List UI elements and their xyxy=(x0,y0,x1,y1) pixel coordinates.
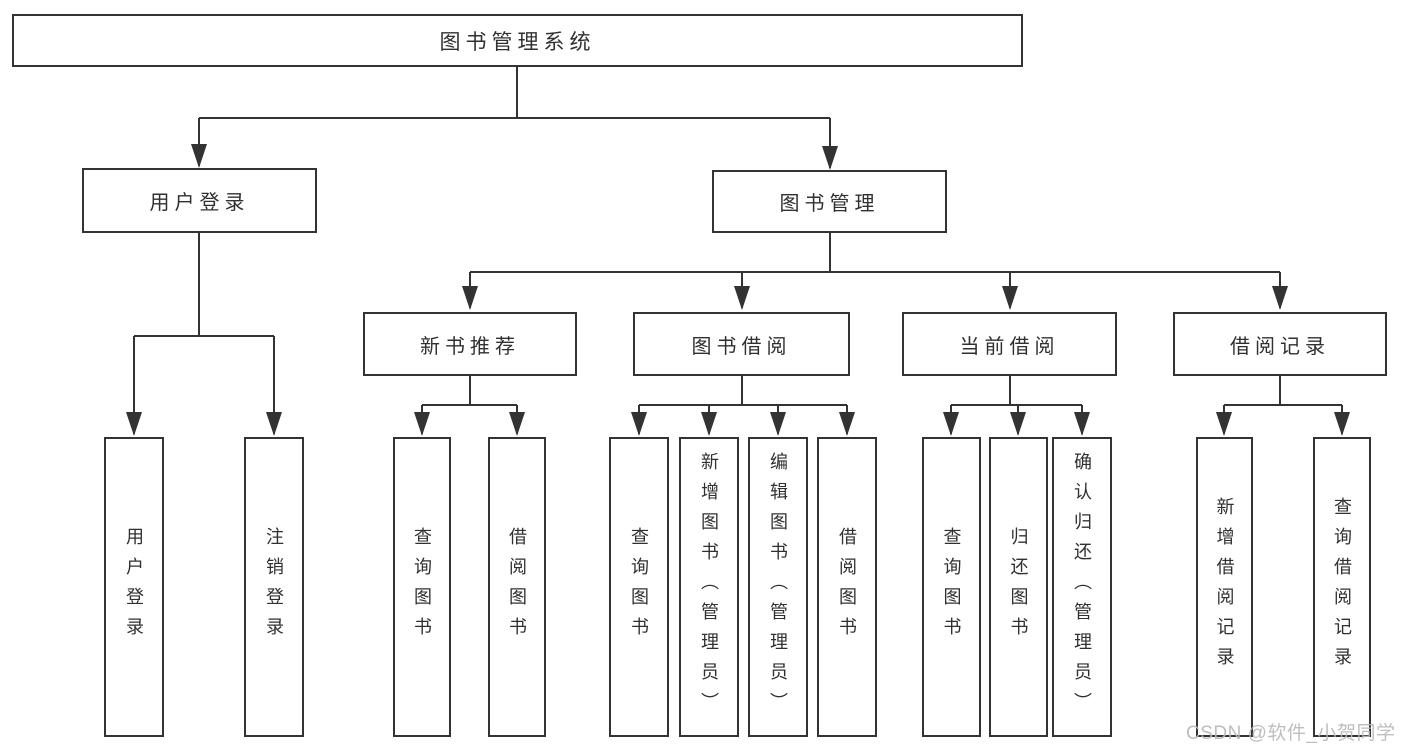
node-user-login: 用户登录 xyxy=(82,168,317,233)
node-label: 用户登录 xyxy=(149,192,250,214)
leaf-label: 查询借阅记录 xyxy=(1332,497,1352,677)
leaf-label: 借阅图书 xyxy=(837,527,857,647)
node-label: 图书管理 xyxy=(779,193,880,215)
leaf-borrow-books: 借阅图书 xyxy=(817,437,877,737)
leaf-add-borrow-record: 新增借阅记录 xyxy=(1196,437,1253,737)
leaf-confirm-return-admin: 确认归还（管理员） xyxy=(1052,437,1112,737)
leaf-query-books-borrowing: 查询图书 xyxy=(609,437,669,737)
leaf-query-books-current: 查询图书 xyxy=(922,437,981,737)
leaf-label: 归还图书 xyxy=(1008,527,1029,647)
leaf-label: 新增图书（管理员） xyxy=(699,452,719,722)
leaf-return-book: 归还图书 xyxy=(989,437,1048,737)
leaf-label: 注销登录 xyxy=(264,527,284,647)
leaf-label: 借阅图书 xyxy=(507,527,527,647)
leaf-logout: 注销登录 xyxy=(244,437,304,737)
node-library-management-system: 图书管理系统 xyxy=(12,14,1023,67)
leaf-borrow-books-recommend: 借阅图书 xyxy=(488,437,546,737)
leaf-label: 编辑图书（管理员） xyxy=(768,452,788,722)
node-book-borrowing: 图书借阅 xyxy=(633,312,850,376)
node-borrowing-records: 借阅记录 xyxy=(1173,312,1387,376)
node-new-book-recommendation: 新书推荐 xyxy=(363,312,577,376)
leaf-query-borrow-record: 查询借阅记录 xyxy=(1313,437,1371,737)
node-book-management: 图书管理 xyxy=(712,170,947,233)
leaf-label: 新增借阅记录 xyxy=(1214,497,1235,677)
leaf-query-books-recommend: 查询图书 xyxy=(393,437,451,737)
leaf-label: 用户登录 xyxy=(124,527,144,647)
leaf-label: 确认归还（管理员） xyxy=(1072,452,1092,722)
csdn-watermark: CSDN @软件_小贺同学 xyxy=(1186,723,1396,744)
node-label: 借阅记录 xyxy=(1230,335,1330,358)
node-label: 图书管理系统 xyxy=(439,30,596,54)
leaf-label: 查询图书 xyxy=(412,527,432,647)
node-label: 图书借阅 xyxy=(691,335,792,358)
node-label: 当前借阅 xyxy=(959,335,1060,358)
node-label: 新书推荐 xyxy=(420,335,520,358)
leaf-label: 查询图书 xyxy=(941,527,962,647)
leaf-edit-book-admin: 编辑图书（管理员） xyxy=(748,437,808,737)
leaf-user-login: 用户登录 xyxy=(104,437,164,737)
node-current-borrowing: 当前借阅 xyxy=(902,312,1117,376)
leaf-add-book-admin: 新增图书（管理员） xyxy=(679,437,739,737)
leaf-label: 查询图书 xyxy=(629,527,649,647)
